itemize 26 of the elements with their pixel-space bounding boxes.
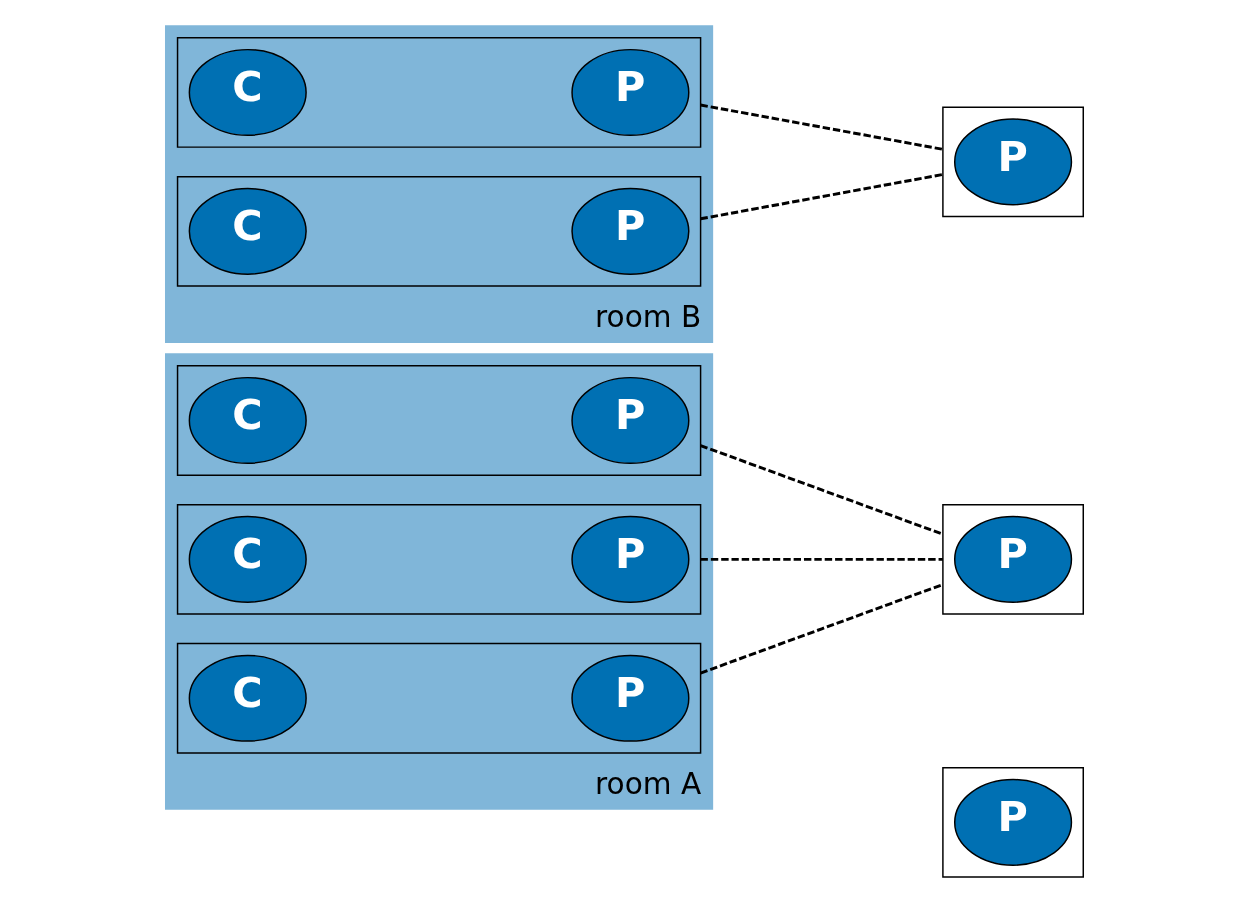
cluster	[176, 642, 701, 754]
node-ellipse: P	[570, 376, 689, 465]
node-ellipse: P	[570, 654, 689, 742]
cluster	[941, 766, 1084, 878]
connector	[699, 444, 943, 536]
node-ellipse: P	[953, 118, 1072, 206]
cluster	[176, 365, 701, 476]
cluster	[176, 175, 701, 287]
connector	[700, 557, 943, 561]
node-ellipse: P	[953, 515, 1072, 603]
node-ellipse: C	[188, 376, 307, 465]
node-ellipse: C	[188, 48, 307, 137]
cluster	[941, 106, 1084, 218]
node-ellipse: P	[953, 778, 1072, 866]
node-ellipse: P	[570, 48, 689, 137]
node-ellipse: P	[570, 187, 689, 275]
connector	[699, 583, 943, 675]
cluster	[941, 503, 1084, 615]
node-ellipse: P	[570, 515, 689, 603]
node-ellipse: C	[188, 515, 307, 603]
cluster	[176, 37, 701, 148]
connector	[699, 173, 943, 221]
node-ellipse: C	[188, 187, 307, 275]
cluster	[176, 503, 701, 615]
connector	[699, 103, 943, 151]
node-ellipse: C	[188, 654, 307, 742]
